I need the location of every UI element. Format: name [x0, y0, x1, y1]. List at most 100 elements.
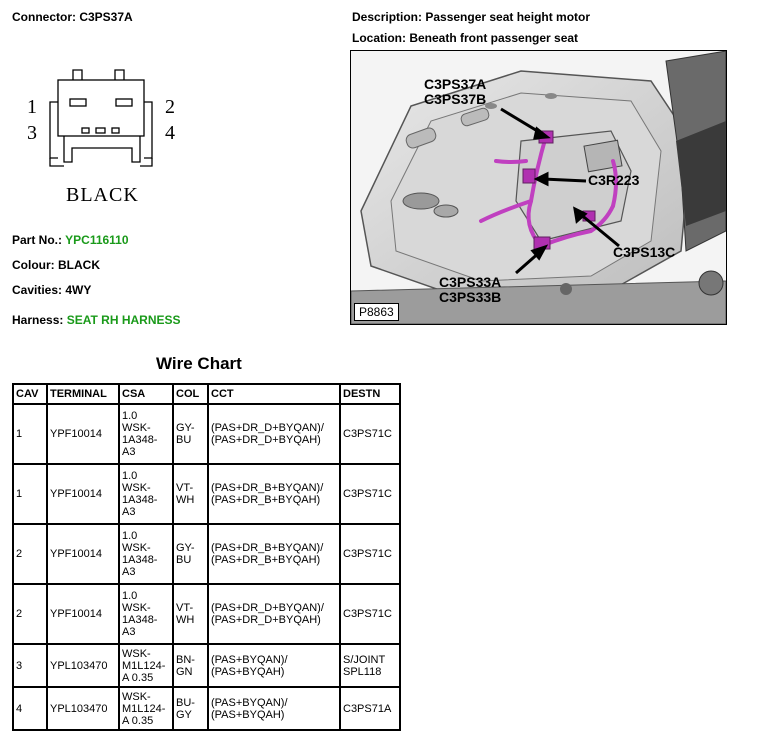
- cell-cct: (PAS+BYQAN)/(PAS+BYQAH): [207, 643, 341, 688]
- harness-label: Harness:: [12, 313, 64, 327]
- cell-destn: C3PS71C: [339, 403, 401, 465]
- callout-c3r223: C3R223: [588, 172, 640, 188]
- cell-cct: (PAS+BYQAN)/(PAS+BYQAH): [207, 686, 341, 731]
- cell-cct-line: (PAS+BYQAH): [211, 708, 285, 721]
- cell-csa-line: 1A348-: [122, 494, 158, 506]
- callout-c3ps37: C3PS37A C3PS37B: [424, 77, 486, 107]
- part-number-label: Part No.:: [12, 233, 63, 247]
- cell-csa-line: WSK-: [122, 422, 151, 434]
- cell-csa-line: 1.0: [122, 590, 138, 602]
- cell-cct-line: (PAS+BYQAH): [211, 665, 285, 678]
- connector-face-diagram: [49, 69, 153, 167]
- header-destn: DESTN: [339, 383, 401, 405]
- cell-cct-line: (PAS+DR_B+BYQAN)/: [211, 542, 324, 554]
- cell-cct-line: (PAS+DR_D+BYQAH): [211, 434, 321, 446]
- cell-csa-line: M1L124-: [122, 659, 166, 672]
- cell-col-line: GY-: [176, 542, 195, 554]
- header-cav: CAV: [12, 383, 48, 405]
- part-number: Part No.: YPC116110: [12, 233, 129, 247]
- cell-cct-line: (PAS+BYQAN)/: [211, 653, 288, 666]
- cell-col: GY-BU: [172, 403, 209, 465]
- cell-col: BU-GY: [172, 686, 209, 731]
- cavities-text: Cavities: 4WY: [12, 283, 92, 297]
- pin-3-label: 3: [27, 122, 37, 144]
- cell-csa-line: WSK-: [122, 647, 151, 660]
- cell-col: BN-GN: [172, 643, 209, 688]
- cell-col-line: GY: [176, 708, 192, 721]
- cell-csa-line: A3: [122, 446, 136, 458]
- callout-c3ps37a: C3PS37A: [424, 76, 487, 92]
- harness: Harness: SEAT RH HARNESS: [12, 313, 181, 327]
- cell-destn-line: C3PS71C: [343, 428, 392, 440]
- cell-destn-line: C3PS71C: [343, 488, 392, 500]
- callout-c3ps33a: C3PS33A: [439, 274, 502, 290]
- cell-cav: 4: [12, 686, 48, 731]
- callout-c3ps37b: C3PS37B: [424, 91, 487, 107]
- cell-csa-line: WSK-: [122, 602, 151, 614]
- cell-csa-line: A 0.35: [122, 671, 154, 684]
- cell-csa-line: A3: [122, 506, 136, 518]
- cell-csa-line: 1.0: [122, 410, 138, 422]
- figure-id: P8863: [354, 303, 399, 321]
- cell-col-line: BN-: [176, 653, 195, 666]
- cell-csa-line: A 0.35: [122, 714, 154, 727]
- cell-cct: (PAS+DR_D+BYQAN)/(PAS+DR_D+BYQAH): [207, 403, 341, 465]
- cell-destn-line: C3PS71C: [343, 608, 392, 620]
- cell-destn-line: SPL118: [343, 665, 382, 678]
- connector-label: Connector: C3PS37A: [12, 10, 133, 24]
- cell-csa-line: WSK-: [122, 542, 151, 554]
- cell-terminal: YPF10014: [46, 463, 120, 525]
- cell-terminal: YPL103470: [46, 686, 120, 731]
- description-text: Description: Passenger seat height motor: [352, 10, 591, 24]
- cell-col-line: WH: [176, 494, 195, 506]
- pin-2-label: 2: [165, 96, 175, 118]
- cell-col: VT-WH: [172, 583, 209, 645]
- header-col: COL: [172, 383, 209, 405]
- cell-csa-line: A3: [122, 566, 136, 578]
- cell-col-line: VT-: [176, 482, 194, 494]
- cell-col-line: VT-: [176, 602, 194, 614]
- cell-col-line: GN: [176, 665, 193, 678]
- header-terminal: TERMINAL: [46, 383, 120, 405]
- cell-col: VT-WH: [172, 463, 209, 525]
- cell-col-line: GY-: [176, 422, 195, 434]
- cell-cav: 1: [12, 463, 48, 525]
- cell-cct: (PAS+DR_B+BYQAN)/(PAS+DR_B+BYQAH): [207, 463, 341, 525]
- cell-cav: 3: [12, 643, 48, 688]
- part-number-link[interactable]: YPC116110: [65, 233, 129, 247]
- cell-csa-line: 1.0: [122, 530, 138, 542]
- cell-destn-line: S/JOINT: [343, 653, 386, 666]
- cell-destn-line: C3PS71A: [343, 702, 392, 715]
- callout-c3ps33b: C3PS33B: [439, 289, 502, 305]
- harness-link[interactable]: SEAT RH HARNESS: [66, 313, 181, 327]
- seat-frame-illustration: [351, 51, 726, 324]
- cell-terminal: YPF10014: [46, 403, 120, 465]
- cell-cct-line: (PAS+DR_B+BYQAH): [211, 554, 321, 566]
- table-header-row: CAV TERMINAL CSA COL CCT DESTN: [12, 383, 401, 405]
- header-cct: CCT: [207, 383, 341, 405]
- cell-col-line: BU: [176, 434, 192, 446]
- cell-destn: C3PS71A: [339, 686, 401, 731]
- cell-cct-line: (PAS+DR_D+BYQAH): [211, 614, 321, 626]
- colour-text: Colour: BLACK: [12, 258, 100, 272]
- cell-csa-line: WSK-: [122, 690, 151, 703]
- cell-col-line: WH: [176, 614, 195, 626]
- pin-4-label: 4: [165, 122, 175, 144]
- cell-csa-line: 1A348-: [122, 434, 158, 446]
- cell-destn: C3PS71C: [339, 463, 401, 525]
- cell-cct-line: (PAS+DR_B+BYQAN)/: [211, 482, 324, 494]
- location-text: Location: Beneath front passenger seat: [352, 31, 579, 45]
- callout-c3ps13c: C3PS13C: [613, 244, 676, 260]
